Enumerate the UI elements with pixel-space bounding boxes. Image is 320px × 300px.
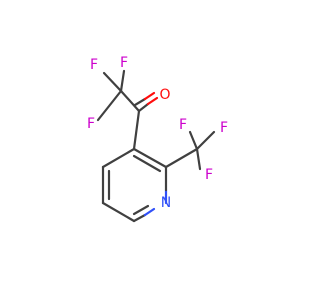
- atom-f5: F: [220, 120, 228, 136]
- bond-c2-c3: [132, 109, 141, 151]
- atom-f3: F: [120, 55, 128, 71]
- bond-c8-f4: [188, 130, 199, 151]
- atom-o1: O: [159, 87, 170, 103]
- atom-n1: N: [161, 195, 171, 211]
- atom-f1: F: [90, 57, 98, 73]
- bond-c6-n1-b: [143, 207, 156, 217]
- bond-c1-f3: [119, 69, 126, 93]
- bond-c8-f6: [195, 147, 202, 171]
- bond-c6-n1-inner: [132, 204, 150, 216]
- molecule-structure: F F F O F F F N: [87, 55, 228, 223]
- bond-c2-o1-c: [133, 97, 147, 107]
- bond-c6-n1-a: [132, 213, 147, 223]
- bond-c1-f1: [102, 71, 123, 93]
- bond-c1-c2: [119, 89, 141, 113]
- bond-c2-o1-a: [137, 102, 150, 113]
- bond-c7-c8: [164, 147, 199, 169]
- atom-f4: F: [179, 117, 187, 133]
- bond-c7-c3: [132, 147, 168, 169]
- bond-c5-c6: [101, 201, 136, 223]
- bond-c2-o1-b: [146, 96, 159, 106]
- bond-c8-f5: [195, 130, 216, 151]
- atom-f6: F: [205, 167, 213, 183]
- bond-c3-c4: [101, 147, 136, 169]
- bond-c1-f2: [96, 89, 123, 122]
- atom-f2: F: [87, 116, 95, 132]
- bond-c7-c3-inner: [132, 154, 162, 173]
- bond-c2-o1-d: [143, 91, 156, 101]
